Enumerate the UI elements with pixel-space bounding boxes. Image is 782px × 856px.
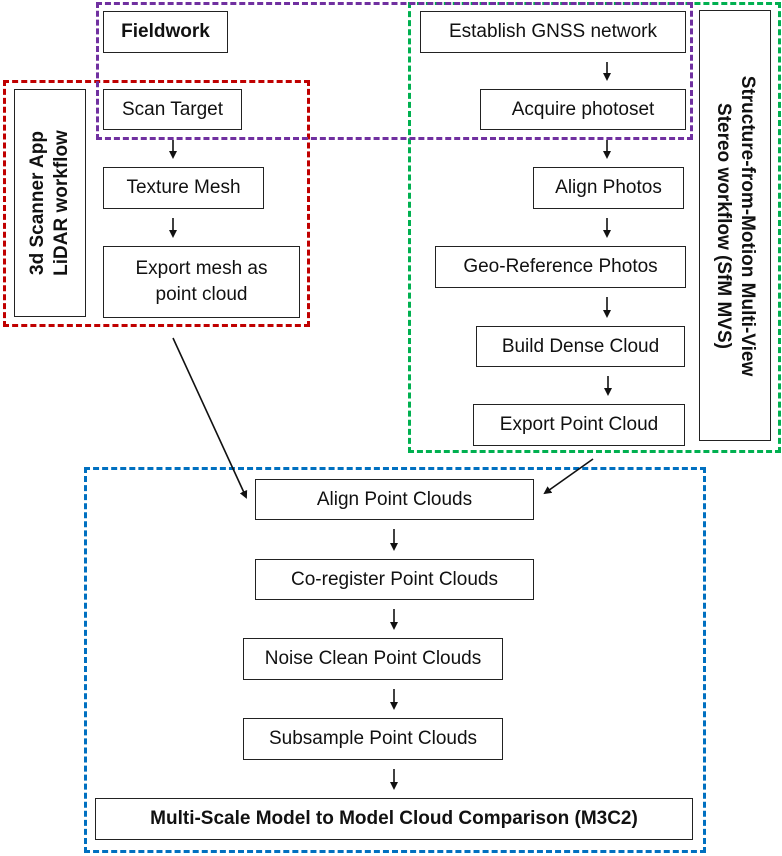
node-co-register-point-clouds: Co-register Point Clouds (255, 559, 534, 600)
lidar-label-line1: 3d Scanner App (27, 131, 48, 275)
sfm-label-line2: Stereo workflow (SfM MVS) (713, 102, 734, 349)
node-export-point-cloud: Export Point Cloud (473, 404, 685, 446)
lidar-workflow-label: 3d Scanner App LiDAR workflow (14, 89, 86, 317)
fieldwork-region (96, 2, 693, 140)
node-build-dense-cloud: Build Dense Cloud (476, 326, 685, 367)
node-align-photos: Align Photos (533, 167, 684, 209)
node-establish-gnss: Establish GNSS network (420, 11, 686, 53)
node-m3c2: Multi-Scale Model to Model Cloud Compari… (95, 798, 693, 840)
lidar-workflow-region (3, 80, 310, 327)
export-mesh-line1: Export mesh as (135, 258, 268, 279)
sfm-label-line1: Structure-from-Motion Multi-View (737, 75, 758, 376)
lidar-label-line2: LiDAR workflow (51, 130, 72, 276)
sfm-workflow-label-text: Structure-from-Motion Multi-View Stereo … (711, 75, 759, 375)
node-noise-clean-point-clouds: Noise Clean Point Clouds (243, 638, 503, 680)
processing-region (84, 467, 706, 853)
node-acquire-photoset: Acquire photoset (480, 89, 686, 130)
node-align-point-clouds: Align Point Clouds (255, 479, 534, 520)
node-geo-reference-photos: Geo-Reference Photos (435, 246, 686, 288)
node-scan-target: Scan Target (103, 89, 242, 130)
export-mesh-line2: point cloud (155, 284, 248, 305)
lidar-workflow-label-text: 3d Scanner App LiDAR workflow (26, 130, 74, 276)
sfm-workflow-label: Structure-from-Motion Multi-View Stereo … (699, 10, 771, 441)
fieldwork-label: Fieldwork (103, 11, 228, 53)
node-texture-mesh: Texture Mesh (103, 167, 264, 209)
node-subsample-point-clouds: Subsample Point Clouds (243, 718, 503, 760)
node-export-mesh: Export mesh as point cloud (103, 246, 300, 318)
